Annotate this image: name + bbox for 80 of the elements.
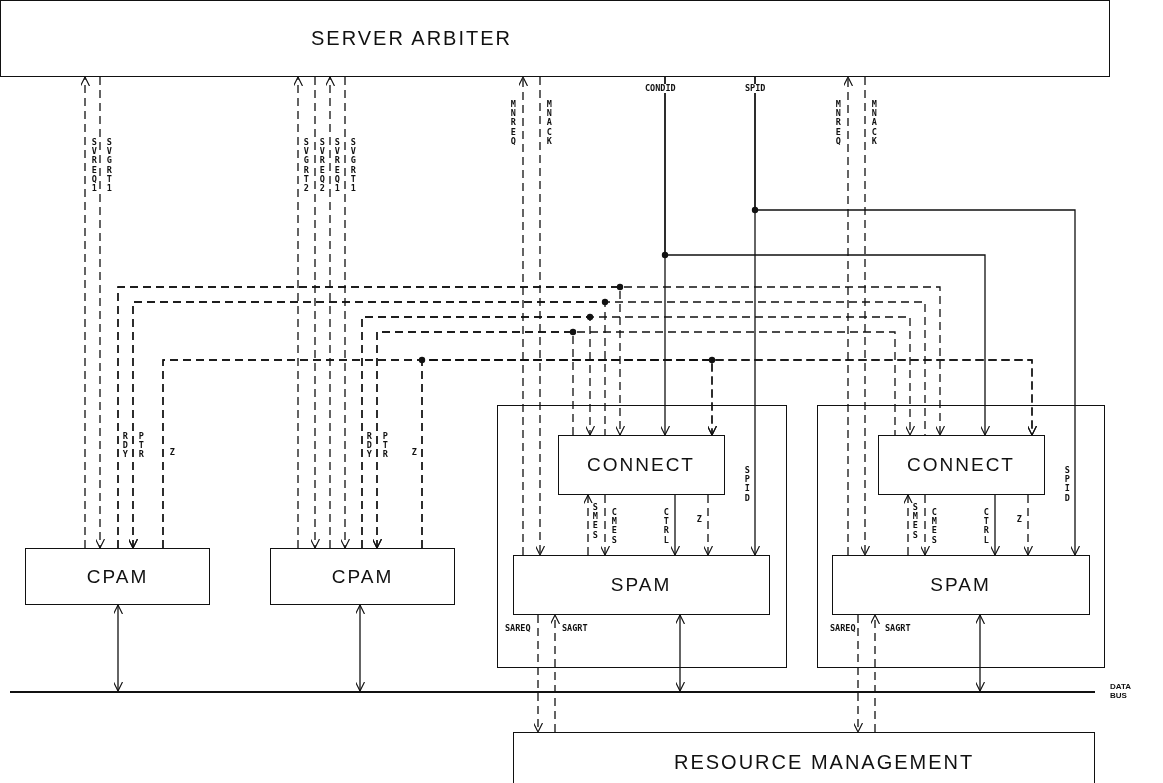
edge-label: CTRL	[982, 508, 991, 545]
signal-line	[974, 614, 986, 692]
edge-label: PTR	[381, 432, 390, 460]
group-outline	[497, 405, 787, 668]
edge-label: SVREQ1	[333, 138, 342, 194]
signal-line	[669, 494, 681, 556]
module-box	[877, 434, 1045, 495]
module-box	[831, 554, 1090, 615]
edge-label: SVGRT1	[349, 138, 358, 194]
signal-line	[919, 494, 931, 556]
arbiter-box	[0, 0, 1110, 77]
edge-label: SVREQ2	[318, 138, 327, 194]
edge-label: MNREQ	[834, 100, 843, 146]
box-title: RESOURCE MANAGEMENT	[674, 750, 975, 774]
edge-label: Z	[1015, 515, 1024, 525]
box-title: CONNECT	[587, 453, 695, 476]
module-box	[557, 434, 725, 495]
box-title: SPAM	[930, 573, 991, 596]
edge-label: CONDID	[644, 84, 677, 94]
module-box	[25, 548, 210, 605]
edge-label: SAREQ	[829, 624, 857, 634]
signal-line	[79, 76, 91, 549]
signal-line	[532, 614, 544, 733]
signal-line	[674, 614, 686, 692]
signal-line	[842, 76, 854, 556]
edge-label: PTR	[137, 432, 146, 460]
edge-label: Z	[168, 448, 177, 458]
signal-line	[859, 76, 871, 556]
box-title: SERVER ARBITER	[311, 27, 513, 50]
signal-line	[582, 494, 594, 556]
edge-label: SAREQ	[504, 624, 532, 634]
module-box	[512, 554, 770, 615]
edge-label: SMES	[911, 503, 920, 540]
signal-line	[354, 604, 366, 692]
box-title: SPAM	[610, 573, 672, 596]
box-title: CONNECT	[907, 453, 1015, 476]
edge-label: SPID	[743, 466, 752, 503]
edge-label: MNACK	[545, 100, 554, 146]
edge-label: SVGRT2	[302, 138, 311, 194]
edge-label: Z	[695, 515, 704, 525]
edge-label: Z	[410, 448, 419, 458]
group-outline	[817, 405, 1105, 668]
signal-line	[599, 494, 611, 556]
signal-line	[292, 76, 304, 549]
signal-line	[112, 604, 124, 692]
module-box	[270, 548, 455, 605]
signal-line	[324, 76, 336, 549]
signal-line	[549, 614, 561, 733]
edge-label: CMES	[930, 508, 939, 545]
edge-label: CMES	[610, 508, 619, 545]
signal-line	[339, 76, 351, 549]
bus-label: DATA BUS	[1110, 683, 1132, 701]
edge-label: SAGRT	[561, 624, 589, 634]
signal-line	[852, 614, 864, 733]
signal-line	[534, 76, 546, 556]
signal-line	[702, 494, 714, 556]
signal-line	[664, 76, 991, 436]
signal-line	[309, 76, 321, 549]
edge-label: RDY	[121, 432, 130, 460]
signal-line	[94, 76, 106, 549]
edge-label: SPID	[1063, 466, 1072, 503]
edge-label: MNREQ	[509, 100, 518, 146]
signal-line	[517, 76, 529, 556]
signal-line	[869, 614, 881, 733]
edge-label: MNACK	[870, 100, 879, 146]
edge-label: RDY	[365, 432, 374, 460]
arbiter-box	[513, 732, 1095, 783]
signal-line	[754, 76, 1081, 556]
edge-label: SMES	[591, 503, 600, 540]
edge-label: SVREQ1	[90, 138, 99, 194]
signal-line	[1022, 494, 1034, 556]
box-title: CPAM	[86, 565, 149, 588]
edge-label: SVGRT1	[105, 138, 114, 194]
signal-line	[421, 359, 1038, 549]
box-title: CPAM	[331, 565, 394, 588]
signal-line	[989, 494, 1001, 556]
edge-label: SAGRT	[884, 624, 912, 634]
edge-label: CTRL	[662, 508, 671, 545]
signal-line	[902, 494, 914, 556]
signal-name: SPID	[744, 84, 767, 94]
